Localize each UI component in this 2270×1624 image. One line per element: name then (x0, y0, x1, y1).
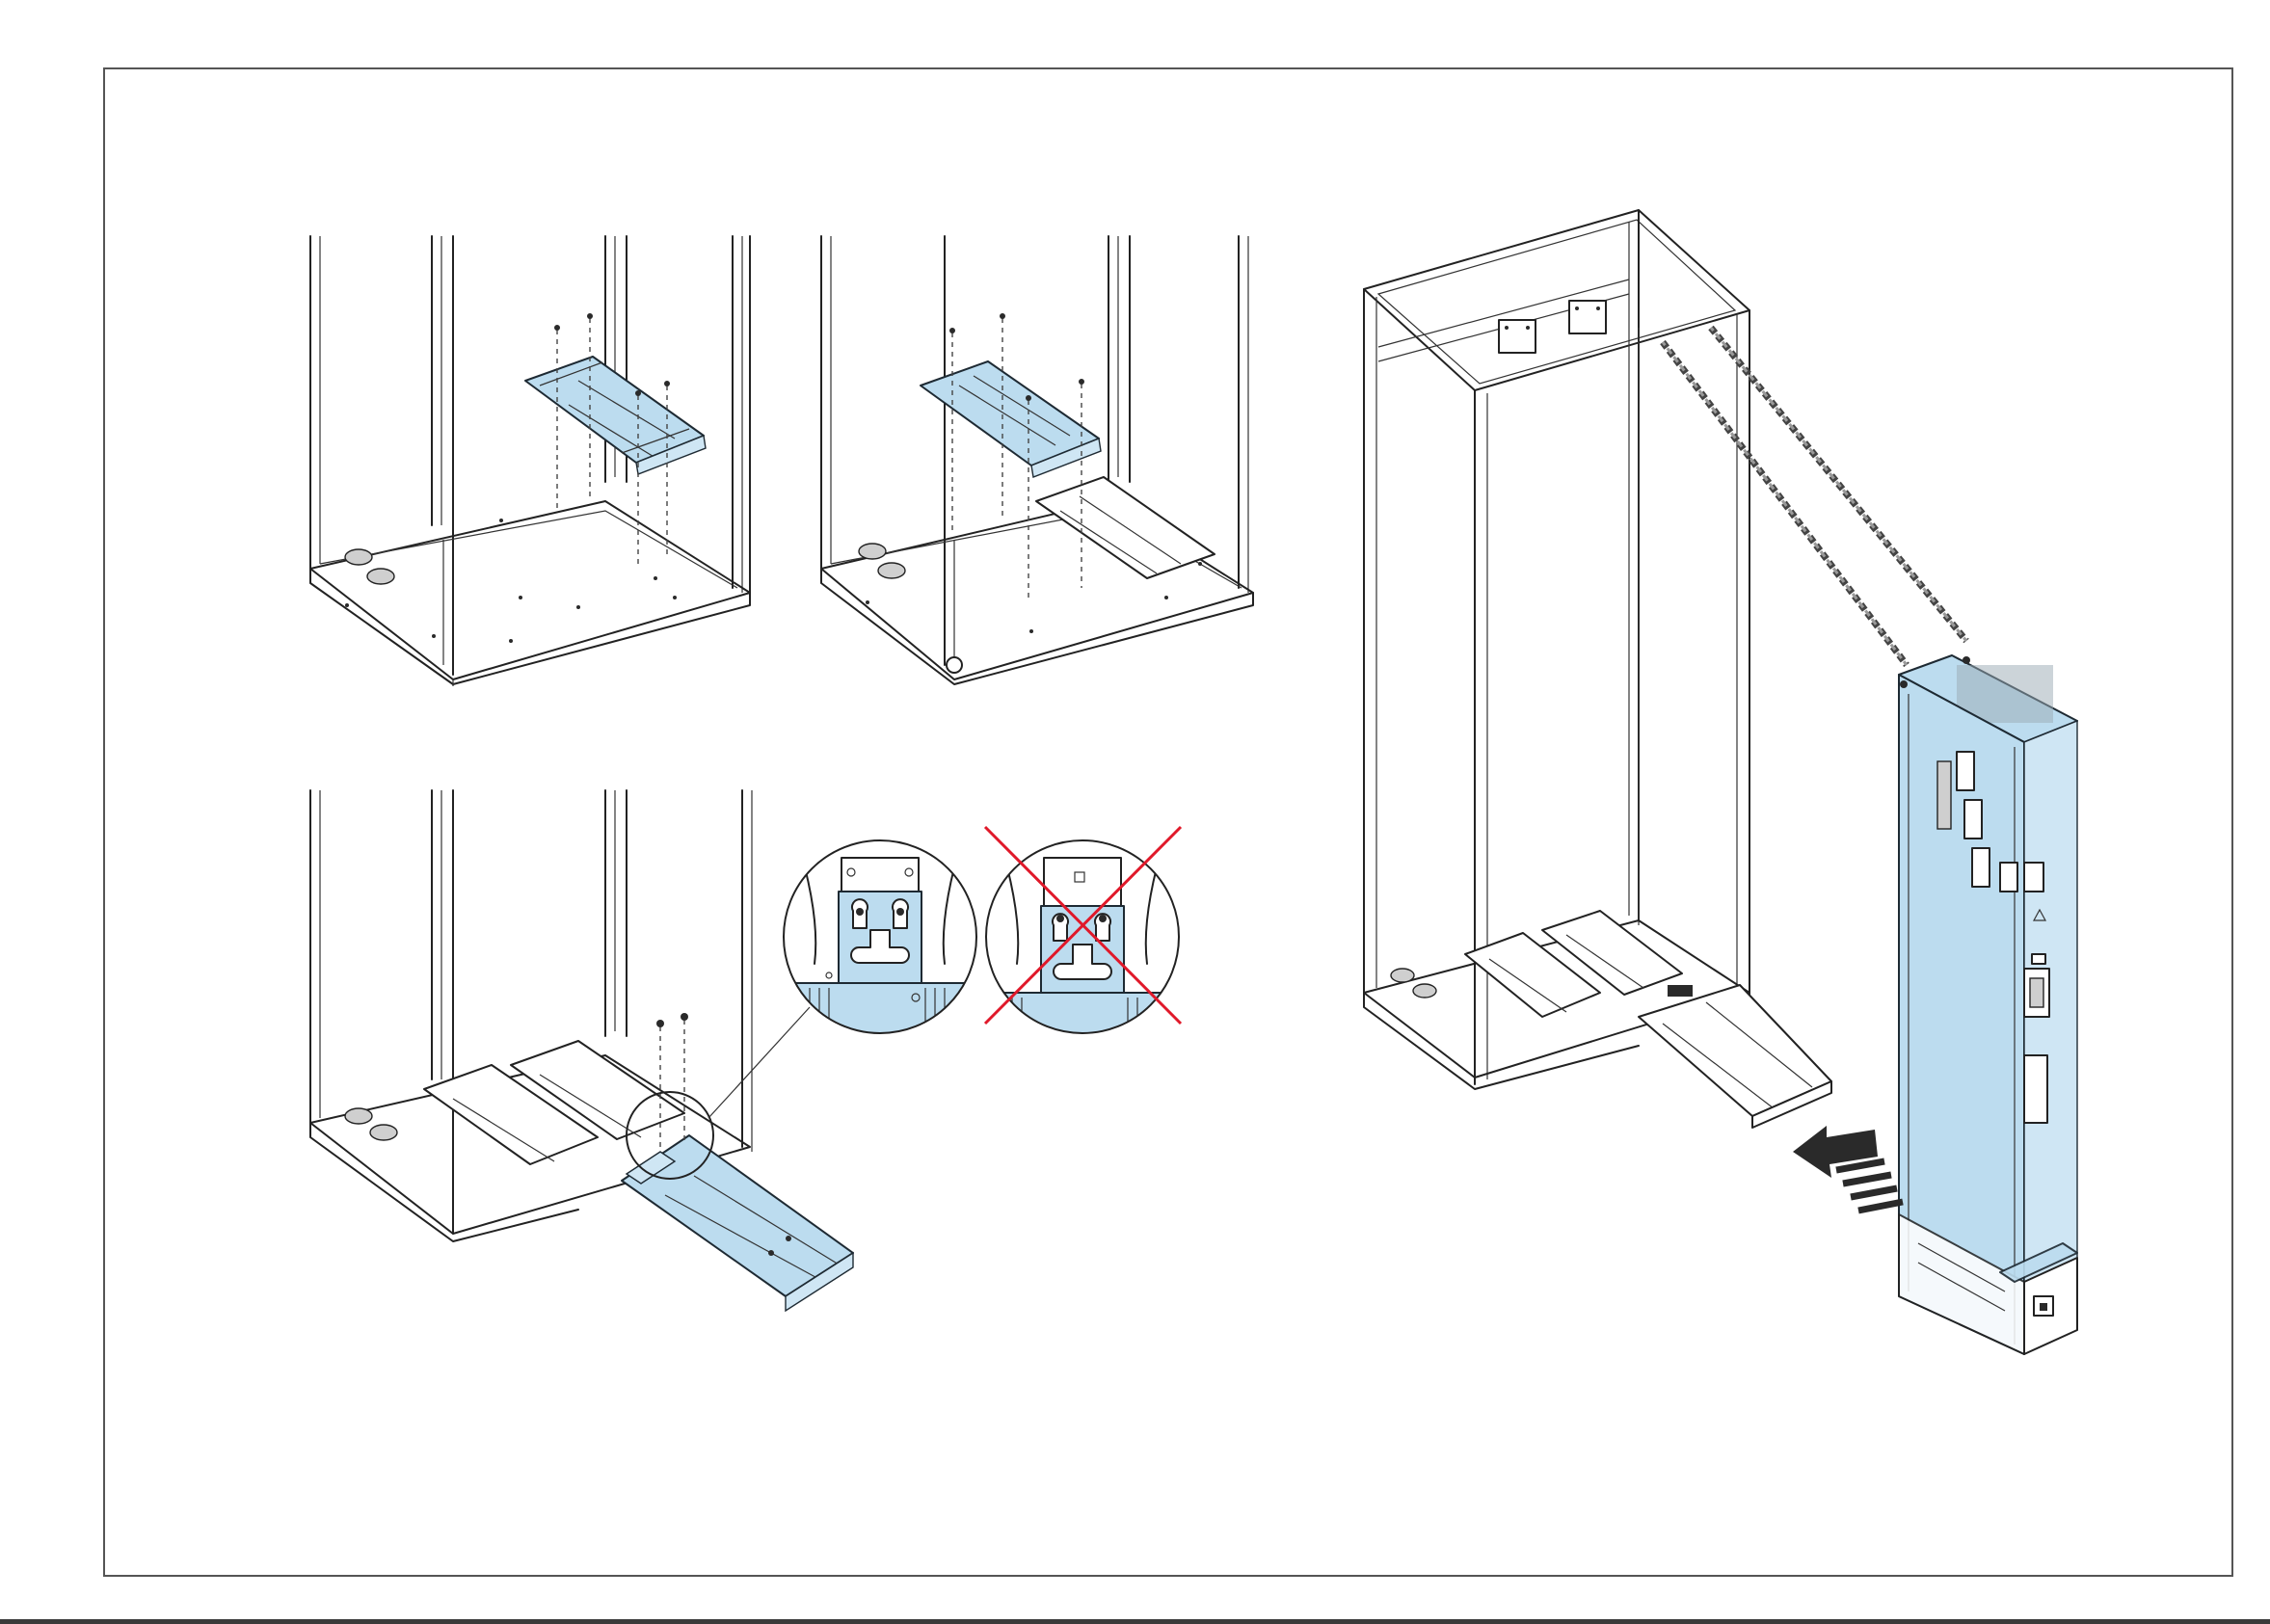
leveling-foot (345, 549, 372, 565)
detail-incorrect-engagement (985, 827, 1181, 1041)
step-3-fit-ramp (310, 790, 853, 1311)
drive-module (1899, 655, 2077, 1354)
leveling-foot (859, 544, 886, 559)
cabinet-frame (1364, 0, 1749, 1089)
lifting-chain (1663, 328, 1966, 665)
arrow-icon (1793, 1126, 1903, 1211)
step-4-insert-drive-module (1364, 0, 2077, 1354)
step-2-fit-rear-rail (821, 236, 1253, 684)
detail-correct-engagement (784, 840, 976, 1041)
leveling-foot (878, 563, 905, 578)
leveling-foot (370, 1125, 397, 1140)
cabinet-frame (310, 236, 750, 686)
fitted-rail (1036, 477, 1215, 578)
screw (656, 1013, 688, 1152)
step-1-fit-front-rail (310, 236, 750, 686)
leveling-foot (367, 569, 394, 584)
leveling-foot (1413, 984, 1436, 998)
page-bottom-rule (0, 1619, 2270, 1624)
leveling-foot (345, 1108, 372, 1124)
leveling-foot (1391, 969, 1414, 982)
